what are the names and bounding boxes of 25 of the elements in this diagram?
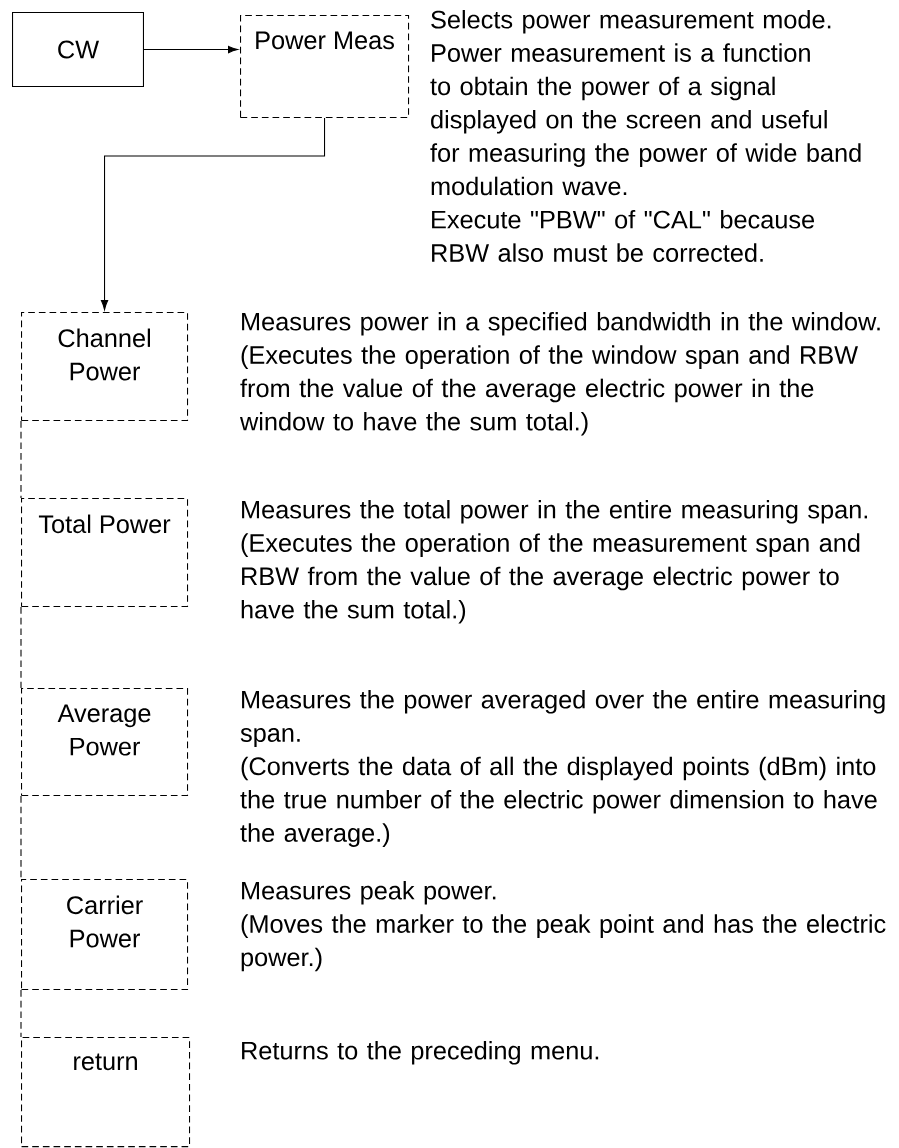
soft-key-box: Average Power: [21, 688, 189, 796]
connector-line: [20, 989, 22, 1038]
soft-key-box: Carrier Power: [21, 879, 189, 991]
soft-key-box: Power Meas: [240, 15, 410, 119]
description-text: (Executes the operation of the window span and RBW from the value of the average electric power in the window to have the sum total.): [239, 345, 858, 436]
description-text: Returns to the preceding menu.: [242, 1041, 599, 1065]
description-text: (Moves the marker to the peak point and has the electric power.): [241, 914, 886, 972]
description-text: Selects power measurement mode.: [431, 10, 831, 34]
description-text: (Executes the operation of the measurement span and RBW from the value of the average electric power to have the sum total.): [241, 533, 860, 624]
description-text: Power measurement is a function to obtain the power of a signal displayed on the screen and useful for measuring the power of wide band modulation wave.: [430, 43, 861, 196]
soft-key-box: Channel Power: [21, 312, 189, 422]
description-text: Measures the total power in the entire measuring span.: [242, 500, 867, 524]
menu-key-box: CW: [12, 12, 144, 88]
soft-key-box: return: [21, 1037, 191, 1148]
description-text: Measures peak power.: [242, 881, 496, 905]
connector-line: [20, 420, 22, 499]
description-text: (Converts the data of all the displayed points (dBm) into the true number of the electric power dimension to have the average.): [240, 756, 877, 847]
connector-line: [20, 795, 22, 880]
connector-line: [20, 606, 22, 689]
description-text: Execute "PBW" of "CAL" because RBW also must be corrected.: [432, 210, 815, 262]
description-text: Measures the power averaged over the entire measuring span.: [240, 690, 885, 747]
arrow: [100, 117, 326, 311]
soft-key-box: Total Power: [21, 498, 189, 608]
arrow: [143, 45, 239, 54]
description-text: Measures power in a specified bandwidth in the window.: [242, 312, 880, 336]
